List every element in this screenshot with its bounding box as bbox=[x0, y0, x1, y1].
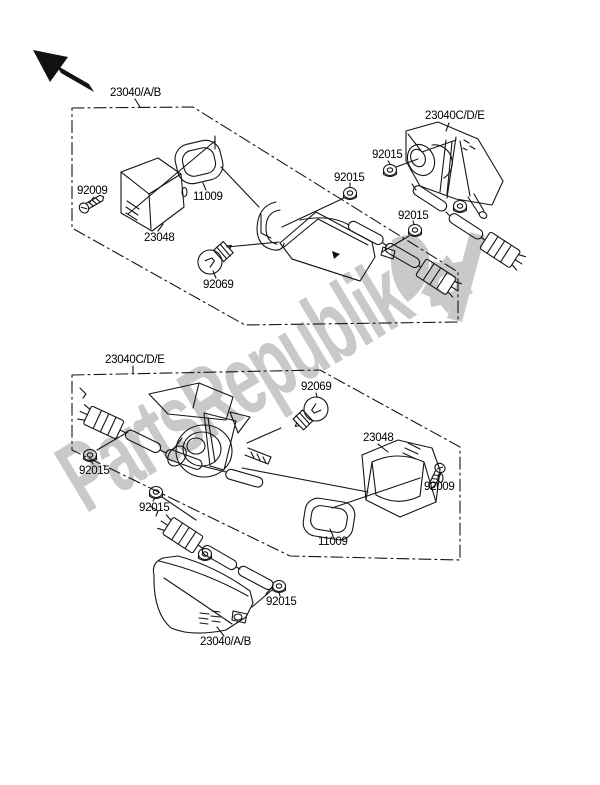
nut-icon bbox=[271, 579, 287, 594]
label-lens-lower: 23048 bbox=[363, 432, 394, 444]
lower-assembly-boundary bbox=[71, 365, 461, 561]
orientation-arrow-icon bbox=[33, 50, 94, 92]
upper-assembly-boundary bbox=[71, 98, 459, 326]
label-screw-upper: 92009 bbox=[77, 185, 108, 197]
nut-icon bbox=[407, 223, 423, 238]
wire-connector-icon bbox=[155, 512, 204, 554]
upper-right-assembly-drawing bbox=[405, 121, 528, 273]
wire-connector-icon bbox=[479, 231, 528, 273]
bottom-lamp-drawing bbox=[149, 505, 287, 637]
wire-connector-icon bbox=[75, 401, 125, 440]
label-gasket-upper: 11009 bbox=[193, 191, 223, 203]
label-gasket-lower: 11009 bbox=[318, 536, 348, 548]
wire-connector-icon bbox=[415, 258, 464, 300]
nut-icon bbox=[452, 199, 468, 214]
label-nut-3: 92015 bbox=[398, 210, 429, 222]
wire-tube-icon bbox=[236, 564, 276, 592]
logo-shield-icon bbox=[390, 234, 430, 302]
label-nut-6: 92015 bbox=[266, 596, 297, 608]
lower-bulb-drawing bbox=[287, 391, 334, 437]
upper-bulb-drawing bbox=[192, 235, 280, 280]
bulb-icon bbox=[287, 391, 334, 437]
upper-gasket-drawing bbox=[127, 135, 260, 215]
lower-lamp-body-drawing bbox=[148, 382, 282, 478]
label-nut-1: 92015 bbox=[372, 149, 403, 161]
label-nut-2: 92015 bbox=[334, 172, 365, 184]
lower-nuts-drawing bbox=[82, 431, 213, 562]
nut-icon bbox=[342, 186, 358, 201]
label-nut-5: 92015 bbox=[139, 502, 170, 514]
wire-tube-icon bbox=[446, 211, 486, 242]
lower-gasket-drawing bbox=[302, 477, 421, 541]
bulb-icon bbox=[192, 235, 240, 280]
lower-lens-drawing bbox=[241, 439, 444, 518]
lower-screw-drawing bbox=[425, 461, 448, 492]
nut-icon bbox=[148, 485, 164, 500]
nut-icon bbox=[82, 448, 98, 463]
wire-tube-icon bbox=[410, 183, 450, 214]
label-nut-4: 92015 bbox=[79, 465, 110, 477]
wire-tube-icon bbox=[123, 427, 163, 455]
wire-tube-icon bbox=[199, 543, 239, 572]
upper-lamp-body-drawing bbox=[256, 201, 464, 300]
label-upper-right-ref: 23040C/D/E bbox=[425, 110, 485, 122]
lower-harness-drawing bbox=[75, 387, 265, 489]
label-lower-box-ref: 23040C/D/E bbox=[105, 354, 165, 366]
label-bottom-lamp-ref: 23040/A/B bbox=[200, 636, 252, 648]
nut-icon bbox=[382, 163, 398, 178]
label-screw-lower: 92009 bbox=[424, 481, 455, 493]
label-bulb-upper: 92069 bbox=[203, 279, 234, 291]
label-upper-box-ref: 23040/A/B bbox=[110, 87, 162, 99]
label-bulb-lower: 92069 bbox=[301, 381, 332, 393]
label-lens-upper: 23048 bbox=[144, 232, 175, 244]
logo-bar-icon bbox=[447, 232, 485, 322]
wire-tube-icon bbox=[346, 219, 386, 247]
upper-nuts-drawing bbox=[281, 158, 468, 253]
upper-screw-drawing bbox=[76, 191, 107, 216]
